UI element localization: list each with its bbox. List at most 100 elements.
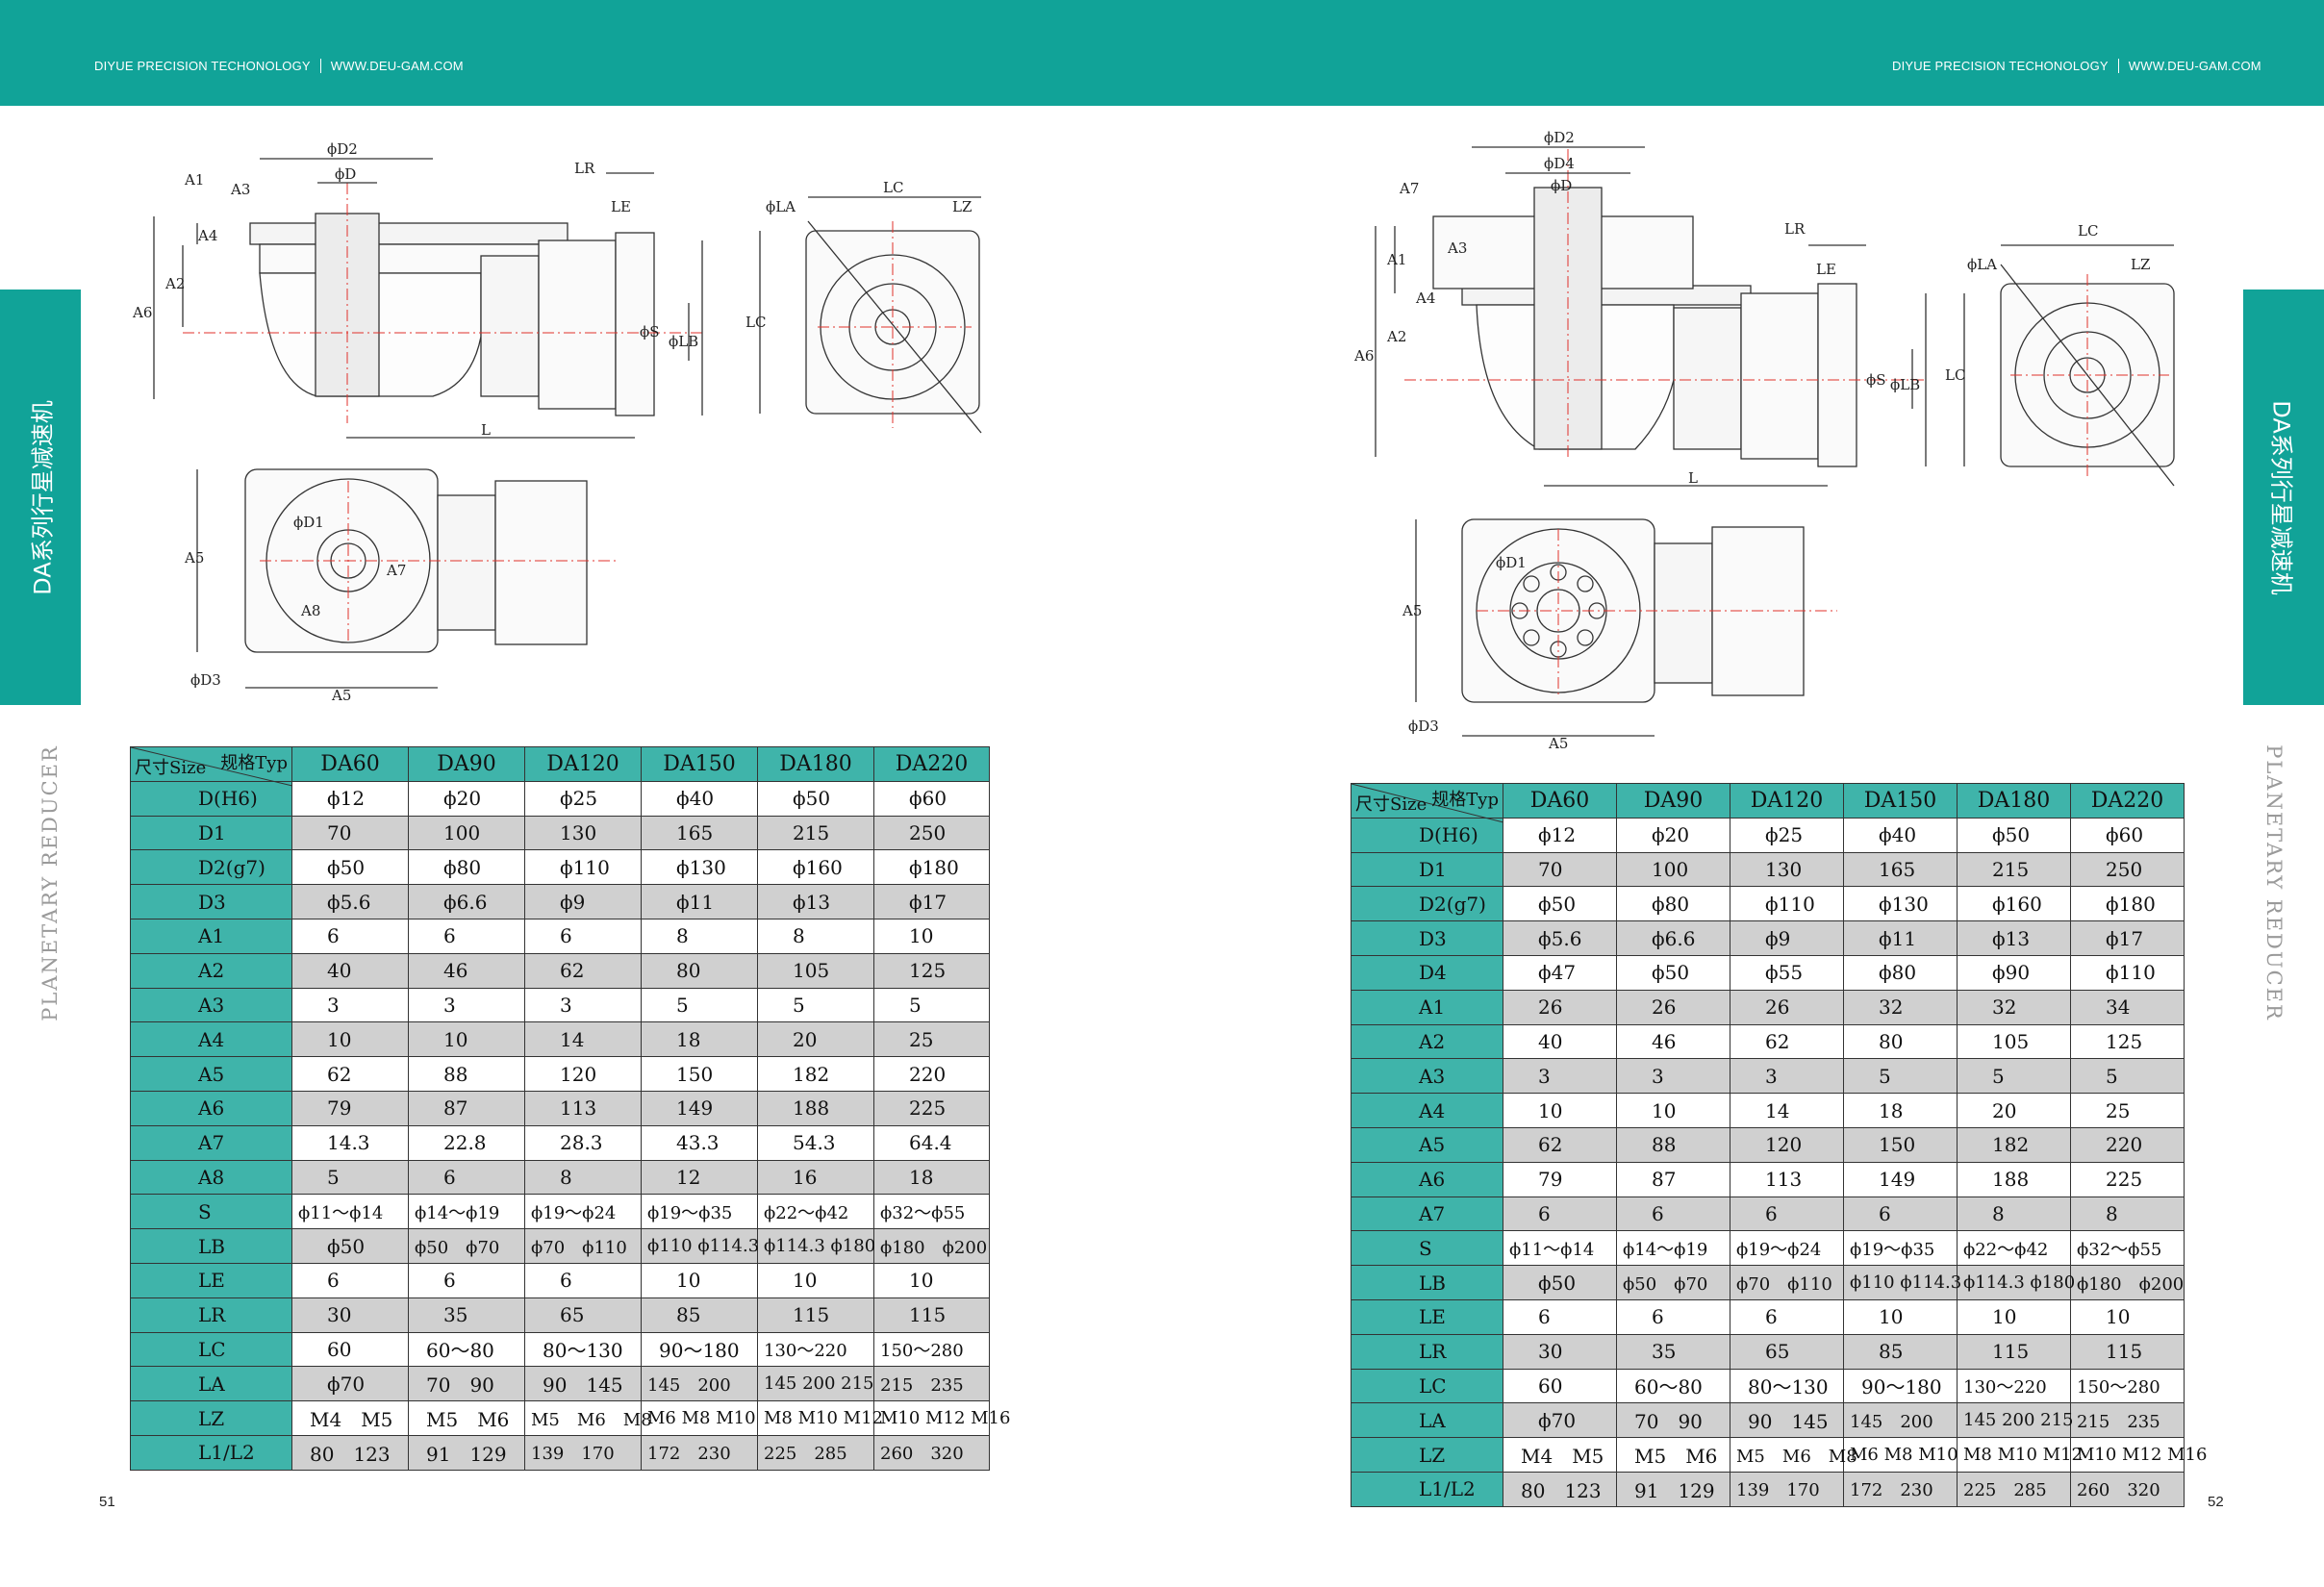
table-cell: 105	[757, 952, 874, 989]
r-bottom-label-d3: ϕD3	[1408, 718, 1439, 735]
front-label-lc: LC	[883, 179, 903, 196]
r-bottom-label-l: L	[1688, 469, 1698, 487]
table-cell: 6	[408, 1262, 525, 1298]
table-cell: 25	[2070, 1093, 2185, 1128]
table-cell: 215 235	[873, 1366, 990, 1402]
table-cell: ϕ5.6	[1503, 920, 1617, 956]
table-cell: 25	[873, 1021, 990, 1058]
table-cell: M5 M6 M8	[524, 1400, 652, 1436]
table-cell: ϕ22～ϕ42	[1957, 1230, 2071, 1267]
row-label: A2	[130, 952, 292, 989]
table-cell: 18	[641, 1021, 758, 1058]
table-cell: ϕ14～ϕ19	[408, 1194, 525, 1230]
table-cell: 150	[641, 1056, 758, 1092]
table-cell: ϕ114.3 ϕ180	[1957, 1265, 2075, 1300]
table-cell: 6	[1503, 1298, 1617, 1335]
table-cell: ϕ6.6	[408, 884, 525, 919]
table-cell: 8	[1957, 1196, 2071, 1232]
header-left-divider	[319, 59, 321, 73]
table-cell: ϕ160	[757, 849, 874, 886]
r-dim-label-a7: A7	[1399, 180, 1419, 197]
table-cell: 188	[757, 1090, 874, 1126]
table-cell: 115	[873, 1297, 990, 1333]
table-cell: 220	[873, 1056, 990, 1092]
table-cell: 26	[1616, 989, 1730, 1025]
r-bottom-label-d1: ϕD1	[1496, 554, 1527, 571]
bottom-label-a7: A7	[386, 562, 406, 579]
r-dim-label-a4: A4	[1415, 290, 1435, 307]
column-header: DA180	[1957, 783, 2071, 819]
table-cell: 90～180	[1843, 1368, 1958, 1404]
table-cell: 5	[873, 987, 990, 1023]
table-cell: 10	[2070, 1298, 2185, 1335]
row-label: A2	[1351, 1023, 1503, 1060]
row-label: LE	[1351, 1298, 1503, 1335]
table-cell: 35	[1616, 1333, 1730, 1370]
table-cell: 80～130	[524, 1331, 642, 1368]
page-number-right: 52	[2208, 1494, 2224, 1510]
row-label: D2(g7)	[130, 849, 292, 886]
table-cell: 120	[524, 1056, 642, 1092]
table-cell: ϕ11～ϕ14	[291, 1194, 409, 1230]
right-vertical-label: PLANETARY REDUCER	[2262, 744, 2286, 1021]
table-cell: 260 320	[873, 1434, 990, 1471]
row-label: A4	[1351, 1093, 1503, 1128]
table-cell: ϕ17	[873, 884, 990, 919]
header-right-url[interactable]: WWW.DEU-GAM.COM	[2128, 59, 2261, 73]
table-cell: ϕ25	[524, 780, 642, 817]
table-cell: 6	[524, 1262, 642, 1298]
column-header: DA60	[1503, 783, 1617, 819]
r-dim-label-lb: ϕLB	[1890, 376, 1920, 393]
right-side-tab-title: DA系列行星减速机	[2267, 399, 2295, 595]
r-dim-label-lr: LR	[1784, 220, 1806, 238]
row-label: L1/L2	[130, 1434, 292, 1471]
r-front-label-lz: LZ	[2131, 256, 2150, 273]
table-cell: 10	[641, 1262, 758, 1298]
header-left-url[interactable]: WWW.DEU-GAM.COM	[330, 59, 464, 73]
table-header-row: 规格Typ 尺寸Size DA60 DA90 DA120 DA150 DA180…	[130, 746, 990, 787]
table-cell: 100	[1616, 851, 1730, 888]
table-cell: ϕ180	[2070, 886, 2185, 922]
table-cell: 105	[1957, 1023, 2071, 1060]
right-bottom-view-drawing: L ϕD1 A5 ϕD3 A5	[1395, 469, 1857, 752]
r-dim-label-a2: A2	[1386, 328, 1406, 345]
column-header: DA120	[524, 746, 642, 782]
table-cell: 188	[1957, 1161, 2071, 1197]
table-cell: ϕ50	[1503, 1265, 1617, 1300]
table-cell: 8	[641, 918, 758, 954]
table-cell: 5	[291, 1159, 409, 1196]
row-label: A4	[130, 1021, 292, 1058]
table-cell: 6	[1503, 1196, 1617, 1232]
table-cell: 65	[1730, 1333, 1844, 1370]
table-cell: 32	[1957, 989, 2071, 1025]
table-cell: 215 235	[2070, 1402, 2185, 1439]
table-cell: ϕ80	[1843, 954, 1958, 991]
table-cell: 10	[1616, 1093, 1730, 1128]
row-label: D(H6)	[1351, 817, 1503, 853]
table-cell: 130	[1730, 851, 1844, 888]
table-cell: ϕ110	[1730, 886, 1844, 922]
table-cell: 80 123	[1503, 1471, 1617, 1507]
table-cell: M5 M6	[408, 1400, 525, 1436]
table-cell: ϕ70 ϕ110	[1730, 1265, 1844, 1300]
table-cell: 14.3	[291, 1124, 409, 1161]
dim-label-a4: A4	[197, 227, 217, 244]
table-cell: 139 170	[1730, 1471, 1844, 1507]
left-bottom-view-svg: L ϕD1 A7 A8 A5 ϕD3 A5	[184, 421, 635, 704]
r-dim-label-a3: A3	[1447, 239, 1467, 257]
right-side-view-svg: ϕD2 ϕD4 ϕD A7 A3 A1 A4 A2 A6 LR LE ϕS ϕL…	[1353, 129, 1927, 467]
table-cell: 6	[1616, 1196, 1730, 1232]
table-cell: 225	[2070, 1161, 2185, 1197]
table-cell: 113	[524, 1090, 642, 1126]
table-cell: 172 230	[1843, 1471, 1958, 1507]
table-cell: 182	[1957, 1126, 2071, 1163]
